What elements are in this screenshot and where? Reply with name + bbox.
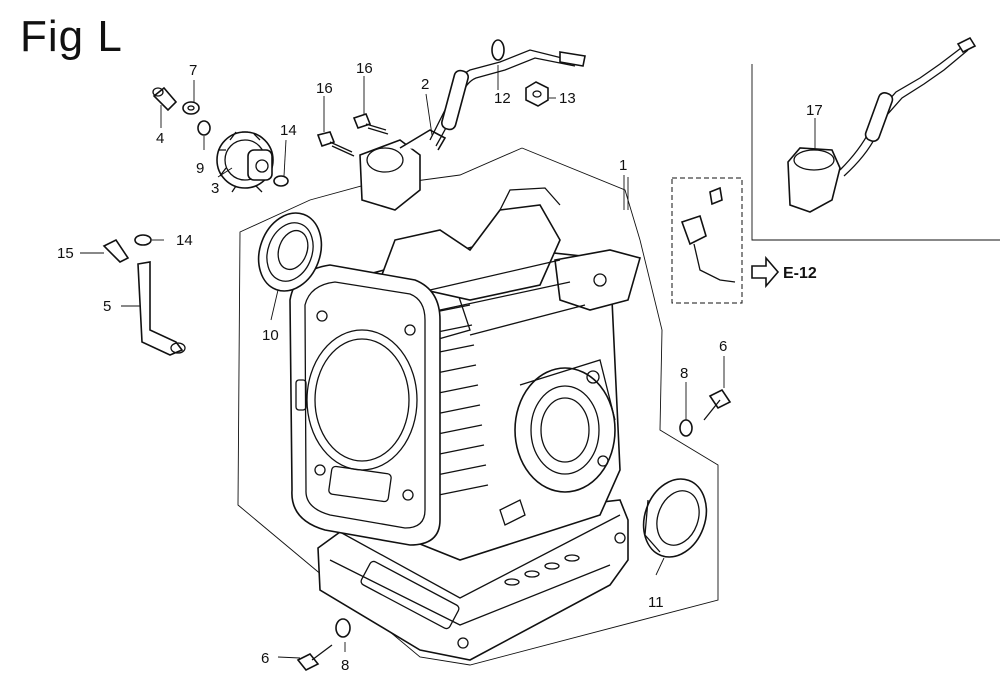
- callout-16a: 16: [316, 80, 333, 97]
- crankcase: [289, 187, 641, 661]
- callout-14b: 14: [176, 232, 193, 249]
- callout-8a: 8: [680, 365, 688, 382]
- oil-level-sensor-17: [787, 36, 977, 213]
- callout-16b: 16: [356, 60, 373, 77]
- callout-17: 17: [806, 102, 823, 119]
- callout-7: 7: [189, 62, 197, 79]
- callout-3: 3: [211, 180, 219, 197]
- figure-title: Fig L: [20, 12, 123, 61]
- callout-12: 12: [494, 90, 511, 107]
- bolt-16b: [352, 113, 389, 135]
- callout-6a: 6: [719, 338, 727, 355]
- callout-1: 1: [619, 157, 627, 174]
- nut-14a: [273, 175, 289, 187]
- nut-13: [525, 81, 549, 107]
- callout-9: 9: [196, 160, 204, 177]
- callout-11: 11: [648, 594, 664, 611]
- bolt-6a: [703, 388, 732, 421]
- callout-2: 2: [421, 76, 429, 93]
- callout-8b: 8: [341, 657, 349, 674]
- governor-holder-4: [152, 86, 178, 112]
- reference-e12: E-12: [783, 265, 817, 282]
- governor-gear-3: [216, 131, 274, 193]
- callout-15: 15: [57, 245, 74, 262]
- oil-alert-switch-2: [359, 39, 586, 211]
- bolt-16a: [316, 131, 355, 157]
- callout-14a: 14: [280, 122, 297, 139]
- nut-14b: [134, 234, 152, 246]
- wiring-inset: [671, 177, 780, 304]
- bolt-6b: [296, 644, 333, 672]
- callout-labels: 1 2 3 4 5 6 6 7 8 8 9 10 11 12 13 14 14 …: [57, 60, 823, 674]
- washer-7: [182, 101, 200, 115]
- oil-seal-10: [257, 212, 323, 292]
- breather-tube-5: [137, 261, 186, 356]
- callout-10: 10: [262, 327, 279, 344]
- clip-9: [197, 120, 211, 136]
- clamp-15: [102, 238, 130, 263]
- callout-13: 13: [559, 90, 576, 107]
- washer-8a: [679, 419, 693, 437]
- leader-lines: [80, 65, 816, 659]
- callout-4: 4: [156, 130, 164, 147]
- oil-seal-11: [642, 478, 708, 558]
- callout-5: 5: [103, 298, 111, 315]
- callout-6b: 6: [261, 650, 269, 667]
- washer-8b: [335, 618, 351, 638]
